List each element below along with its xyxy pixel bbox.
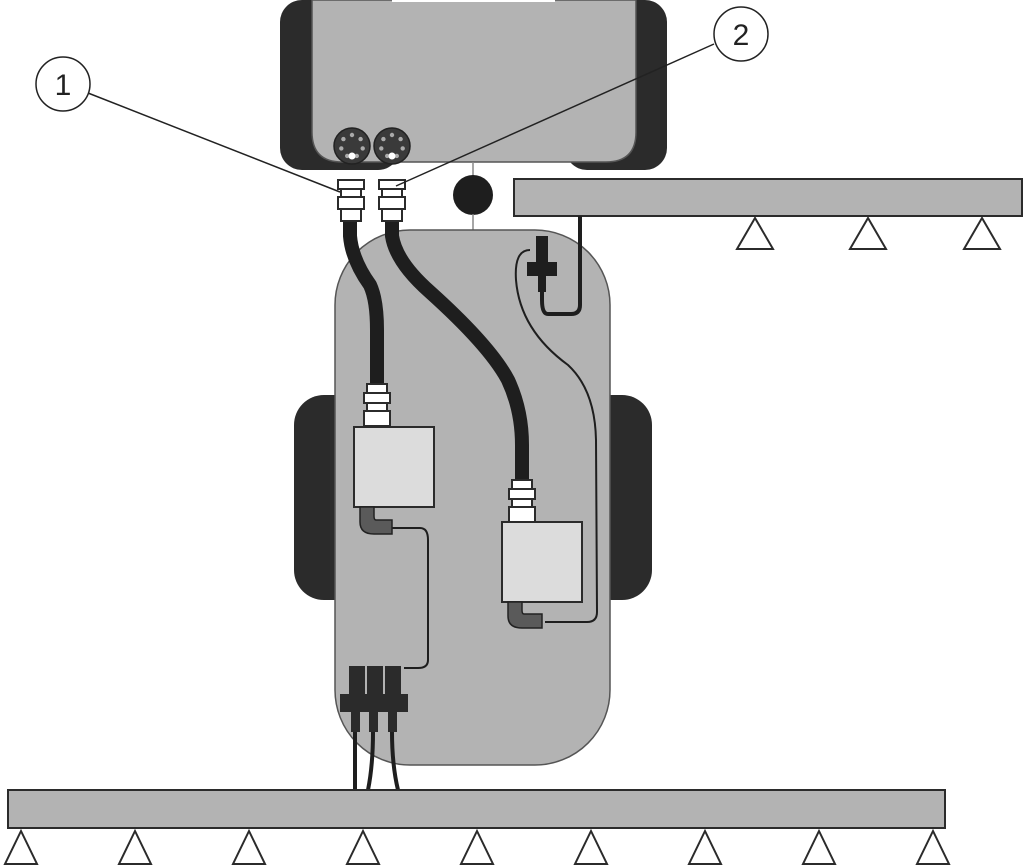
socket-pin [389,132,395,138]
distribution-connector [340,666,408,732]
distribution-wires [353,731,400,791]
upper-nozzle-2 [848,216,888,250]
socket-pin [360,146,365,151]
sensor-wire-loop [514,249,599,623]
callout-2-label: 2 [733,19,750,52]
callout-1-leader [87,92,341,193]
socket-pin [349,132,355,138]
socket-pin [358,136,363,142]
module-2-elbow-connector [507,601,543,629]
tractor-body [311,0,637,163]
boom-sensor [527,236,557,292]
lower-nozzle-4 [345,828,381,865]
lower-nozzle-8 [801,828,837,865]
socket-pin-center [348,152,356,160]
lower-nozzle-2 [117,828,153,865]
sprayer-tank [334,229,611,766]
cable-2 [385,215,529,489]
plug-connector-1 [337,179,365,222]
plug-connector-2 [378,179,406,222]
lower-nozzle-5 [459,828,495,865]
socket-pin [339,146,344,151]
module1-output-wire [392,527,429,669]
boom-sensor-wire [540,216,582,316]
socket-pin-center [388,152,396,160]
lower-boom [3,789,951,865]
upper-nozzle-1 [735,216,775,250]
lower-nozzle-1 [3,828,39,865]
hitch-ball [453,175,493,215]
socket-pin [398,136,403,142]
lower-nozzle-9 [915,828,951,865]
upper-nozzle-3 [962,216,1002,250]
socket-right [373,127,411,165]
callout-2: 2 [713,6,769,62]
socket-pin [394,153,399,159]
socket-pin [381,136,386,142]
lower-nozzle-3 [231,828,267,865]
tractor-unit [280,0,667,170]
socket-left [333,127,371,165]
socket-pin [400,146,405,151]
socket-pin [385,153,390,159]
callout-2-leader [395,43,715,187]
socket-pin [354,153,359,159]
upper-boom [513,178,1023,250]
module-2-connector [508,479,536,523]
control-module-2 [501,521,583,603]
socket-pin [341,136,346,142]
callout-1: 1 [35,56,91,112]
callout-1-label: 1 [55,69,72,102]
control-module-1 [353,426,435,508]
cable-1 [343,215,384,392]
lower-nozzle-7 [687,828,723,865]
socket-pin [345,153,350,159]
socket-pin [379,146,384,151]
module-1-connector [363,383,391,427]
lower-nozzle-6 [573,828,609,865]
module-1-elbow-connector [359,506,393,535]
